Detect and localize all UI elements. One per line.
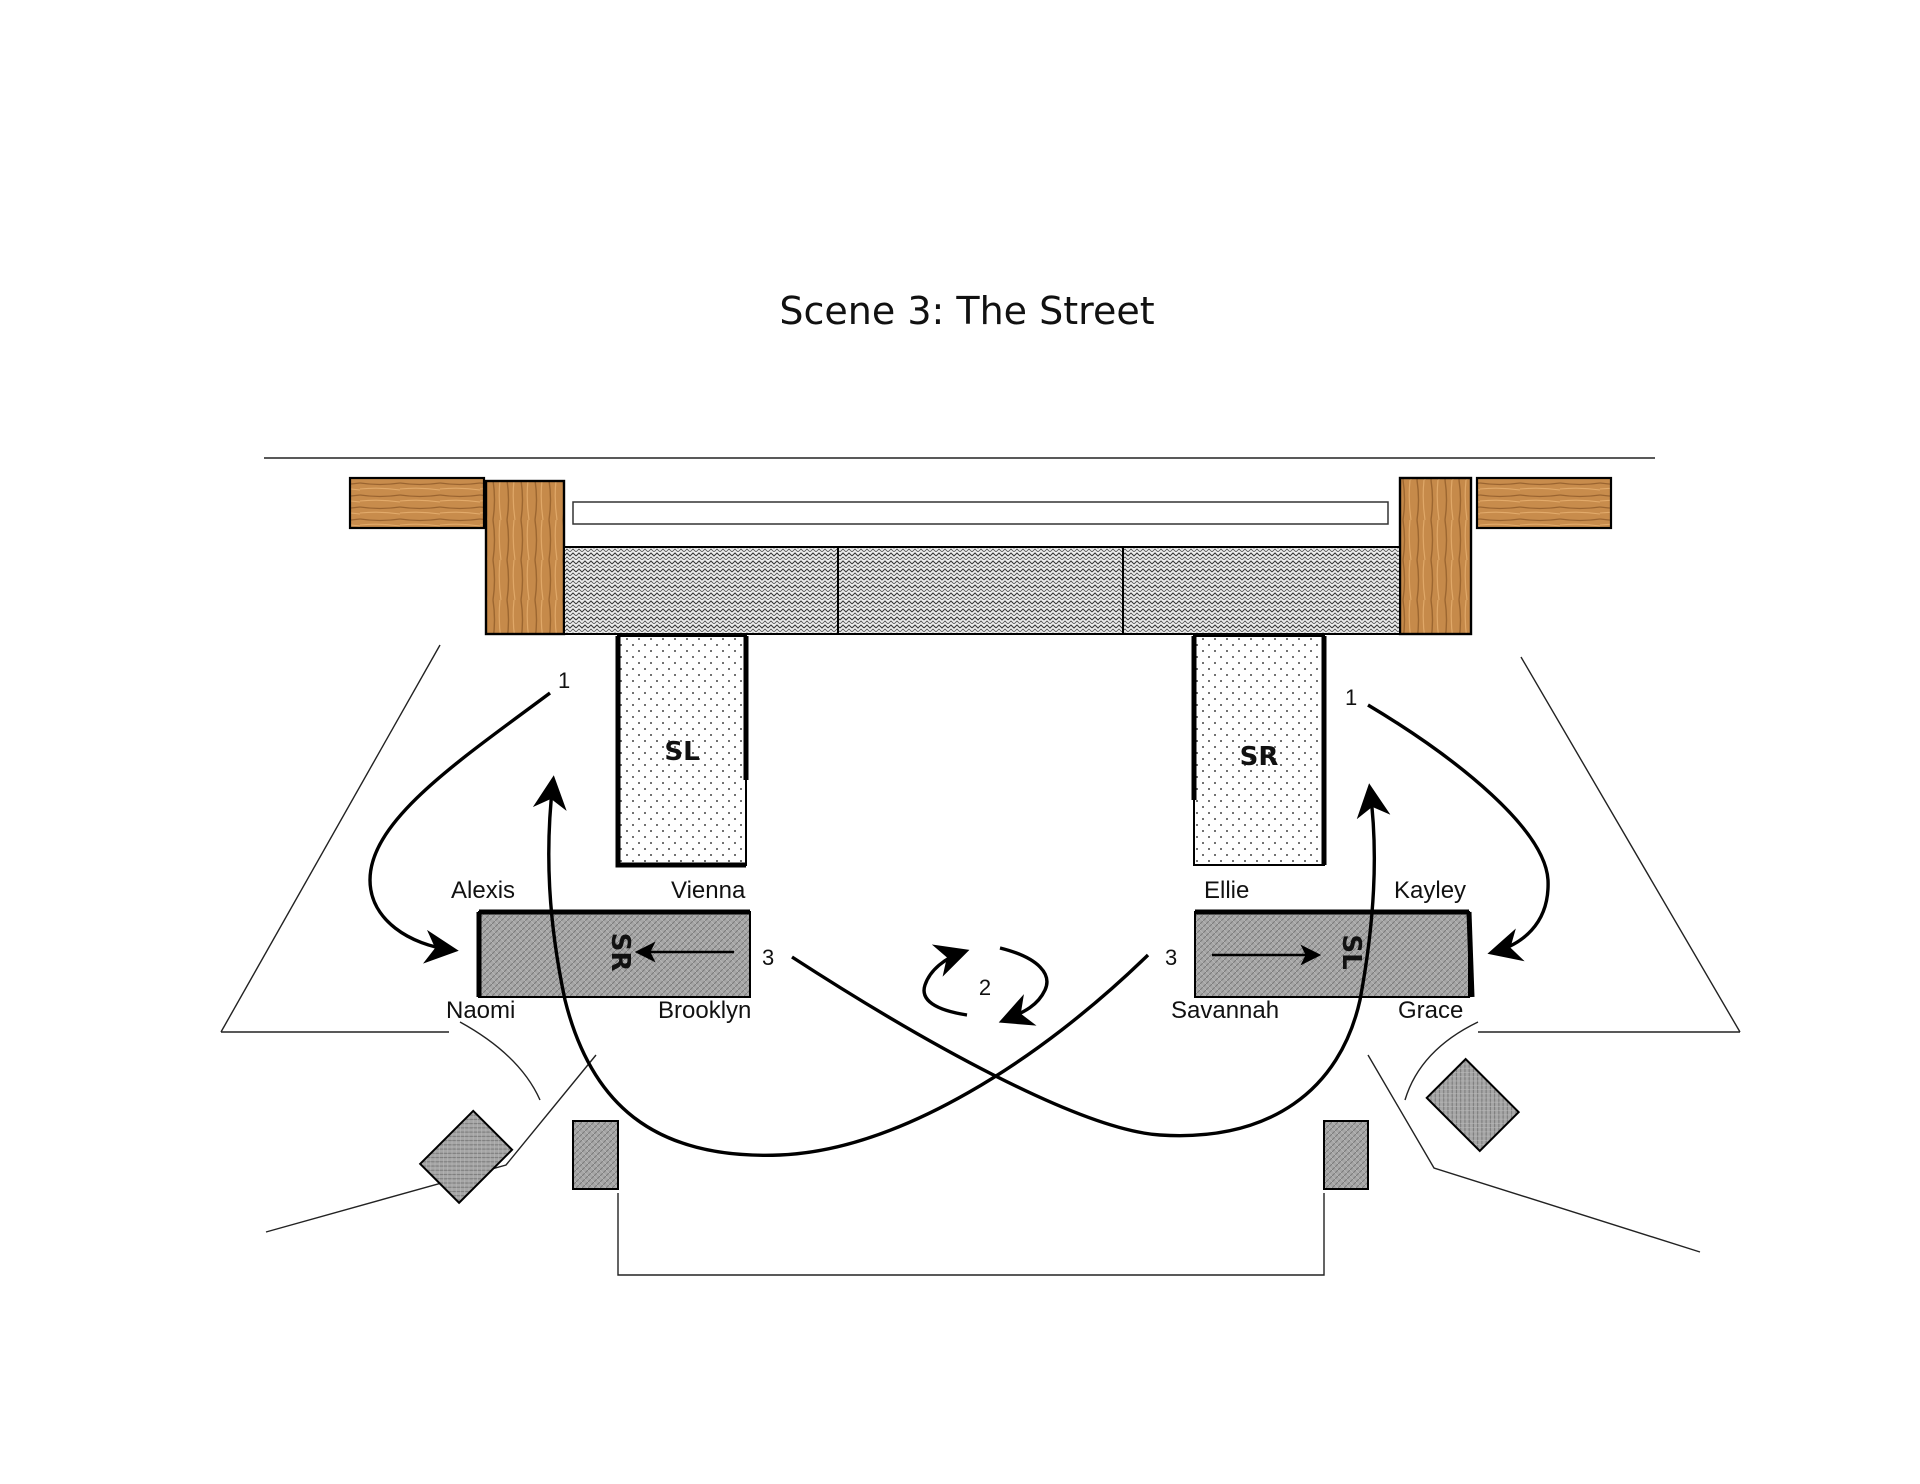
- house-outline: [220, 644, 1741, 1276]
- platform-label-sr: SR: [605, 933, 635, 972]
- step-center-2: 2: [979, 975, 991, 1000]
- step-right-3: 3: [1165, 945, 1177, 970]
- platform-upstage-right: [1122, 546, 1401, 635]
- actor-alexis: Alexis: [451, 877, 515, 904]
- path-right-1: [1367, 703, 1550, 962]
- path-center-2-bottom: [998, 946, 1049, 1026]
- path-left-1: [368, 691, 552, 964]
- actor-naomi: Naomi: [446, 997, 515, 1024]
- wagon-label-sr: SR: [1240, 742, 1279, 772]
- path-right-3-cross: [532, 775, 1150, 1157]
- platform-left: SR: [476, 909, 751, 998]
- gray-blocks: [418, 1057, 1521, 1205]
- path-left-3-cross: [791, 783, 1391, 1138]
- wood-column-right: [1398, 476, 1473, 636]
- page-title: Scene 3: The Street: [779, 289, 1154, 333]
- wood-flat-far-right: [1475, 476, 1613, 530]
- actor-vienna: Vienna: [671, 877, 746, 904]
- wagon-label-sl: SL: [664, 737, 699, 767]
- step-left-3: 3: [762, 945, 774, 970]
- upstage-bar: [572, 501, 1389, 525]
- upstage-set-wall: [348, 476, 1613, 636]
- actor-ellie: Ellie: [1204, 877, 1249, 904]
- block-right-angled: [1425, 1057, 1521, 1153]
- actor-savannah: Savannah: [1171, 997, 1279, 1024]
- step-left-1: 1: [558, 668, 570, 693]
- block-left: [572, 1120, 619, 1190]
- wagon-upstage-left: SL: [615, 635, 749, 868]
- platform-right: SL: [1194, 909, 1475, 998]
- platform-upstage-center: [837, 546, 1124, 635]
- platform-upstage-left: [563, 546, 839, 635]
- wood-flat-far-left: [348, 476, 486, 530]
- platform-label-sl: SL: [1336, 934, 1366, 969]
- block-right: [1323, 1120, 1369, 1190]
- path-center-2-top: [922, 944, 970, 1017]
- actor-grace: Grace: [1398, 997, 1463, 1024]
- actor-kayley: Kayley: [1394, 877, 1466, 904]
- movement-paths: [368, 691, 1550, 1157]
- wagon-upstage-right: SR: [1191, 635, 1327, 866]
- actor-brooklyn: Brooklyn: [658, 997, 751, 1024]
- step-right-1: 1: [1345, 685, 1357, 710]
- wood-column-left: [484, 479, 566, 636]
- block-left-angled: [418, 1109, 514, 1205]
